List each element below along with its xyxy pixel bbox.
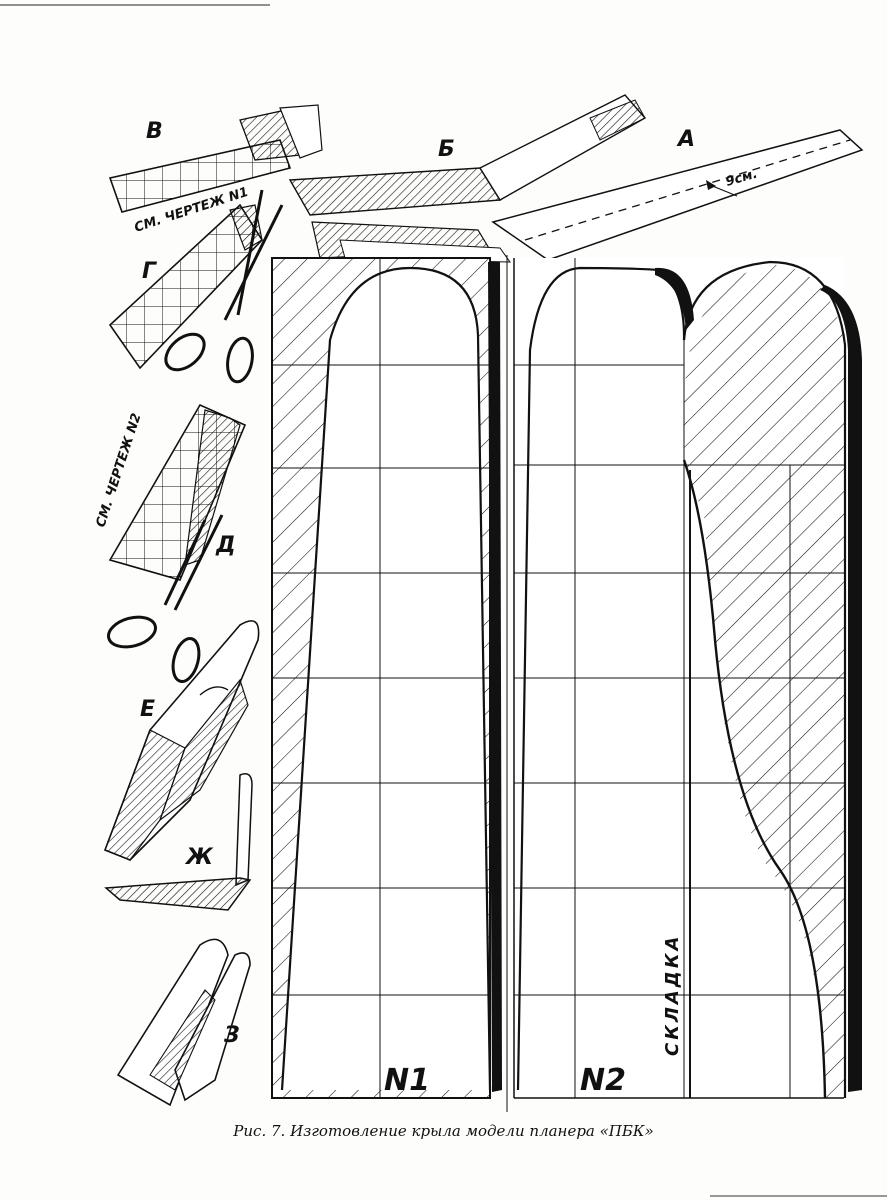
step-d-cutting-folded: СМ. ЧЕРТЕЖ N2 Д: [94, 403, 247, 683]
step-g-cutting: Г: [108, 189, 284, 384]
step-label-zh: Ж: [184, 845, 214, 870]
step-v-grid-strip: В СМ. ЧЕРТЕЖ N1: [108, 104, 323, 236]
figure-caption: Рис. 7. Изготовление крыла модели планер…: [233, 1122, 654, 1140]
step-zh-edge: Ж: [104, 773, 253, 911]
step-label-d: Д: [215, 533, 236, 558]
pattern-n2: СКЛАДКА N2: [513, 258, 862, 1099]
step-label-b: Б: [438, 137, 455, 162]
drawing-ref-2: СМ. ЧЕРТЕЖ N2: [94, 411, 145, 529]
step-label-z: З: [223, 1023, 240, 1048]
step-label-a: А: [676, 127, 695, 152]
pattern-n1: N1: [271, 257, 502, 1099]
step-label-v: В: [146, 119, 163, 144]
step-a-paper-strip: 9см. А: [491, 127, 864, 261]
scissors-icon: [164, 189, 284, 384]
step-label-g: Г: [142, 259, 157, 284]
step-label-e: Е: [140, 697, 155, 722]
stacked-paper: [311, 221, 511, 263]
step-b-folded-strip: Б: [288, 94, 647, 216]
step-z-halves: З: [116, 938, 251, 1107]
step-e-folding: Е: [103, 620, 260, 861]
pattern-n2-label: N2: [580, 1063, 626, 1098]
scissors-icon: [107, 514, 224, 683]
pattern-n1-label: N1: [384, 1063, 430, 1098]
fold-label: СКЛАДКА: [662, 934, 683, 1056]
